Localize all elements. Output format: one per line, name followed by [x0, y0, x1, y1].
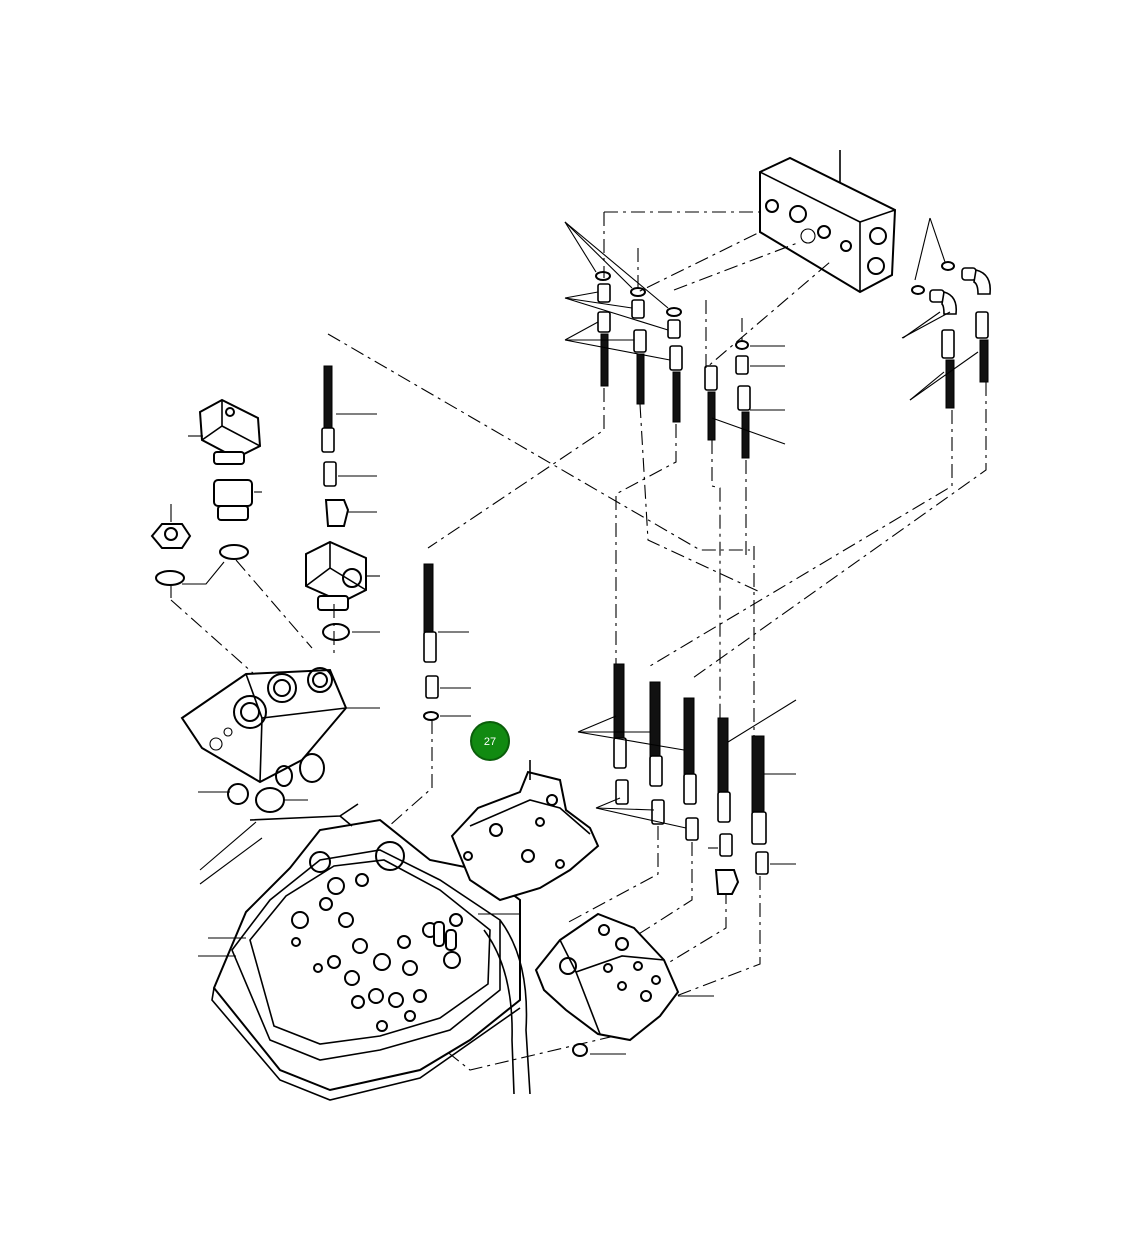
- main-valve-plate: [198, 803, 531, 1101]
- lower-right-hoses: [577, 663, 797, 895]
- left-valve-body: [180, 667, 380, 813]
- cover-plate: [450, 760, 600, 902]
- routing-lines: [327, 211, 987, 1071]
- upper-hoses: [564, 221, 989, 459]
- callout-marker[interactable]: [470, 721, 510, 761]
- callout-27[interactable]: 27: [470, 721, 510, 761]
- manifold-block: [759, 150, 897, 294]
- elbow-fittings: [901, 217, 992, 339]
- left-solenoid-assembly: [150, 365, 380, 691]
- center-hose: [423, 563, 471, 721]
- callout-label: 27: [484, 736, 496, 748]
- right-valve-housing: [534, 912, 714, 1057]
